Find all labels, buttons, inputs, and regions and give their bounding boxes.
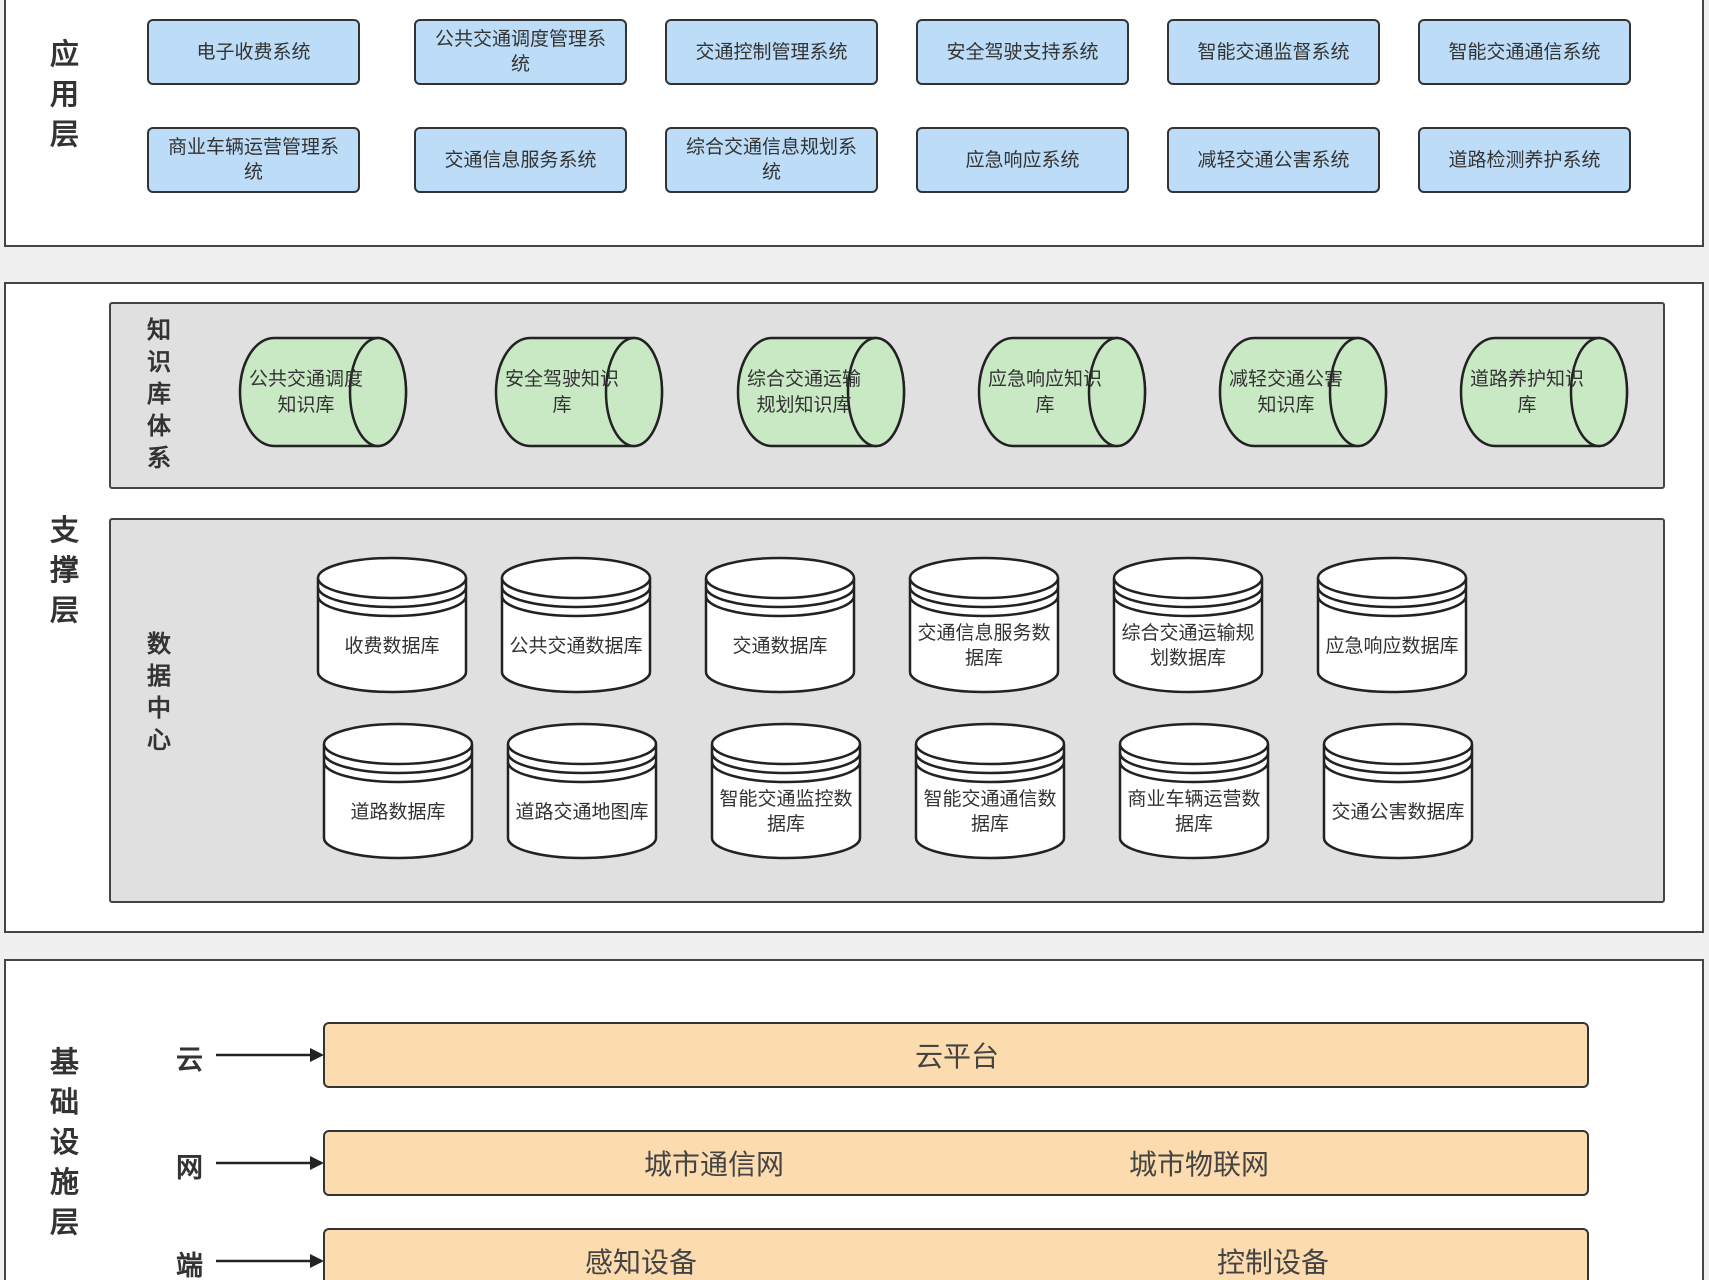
- knowledge-base-cylinder[interactable]: 安全驾驶知识库: [494, 336, 664, 448]
- database-cylinder[interactable]: 交通信息服务数据库: [908, 556, 1060, 694]
- database-cylinder[interactable]: 收费数据库: [316, 556, 468, 694]
- knowledge-base-cylinder[interactable]: 减轻交通公害知识库: [1218, 336, 1388, 448]
- data-center-label: 数 据 中 心: [147, 630, 171, 754]
- app-system-box[interactable]: 减轻交通公害系统: [1167, 127, 1380, 193]
- app-system-box[interactable]: 道路检测养护系统: [1418, 127, 1631, 193]
- knowledge-base-cylinder[interactable]: 公共交通调度知识库: [238, 336, 408, 448]
- infra-row-label-cloud: 云: [176, 1045, 203, 1076]
- application-layer-label: 应 用 层: [50, 37, 80, 151]
- database-cylinder[interactable]: 综合交通运输规划数据库: [1112, 556, 1264, 694]
- app-system-box[interactable]: 智能交通监督系统: [1167, 19, 1380, 85]
- app-system-box[interactable]: 应急响应系统: [916, 127, 1129, 193]
- knowledge-base-label: 知 识 库 体 系: [147, 316, 171, 472]
- database-cylinder[interactable]: 商业车辆运营数据库: [1118, 722, 1270, 860]
- arrow-icon: [216, 1254, 324, 1268]
- app-system-box[interactable]: 交通信息服务系统: [414, 127, 627, 193]
- knowledge-base-cylinder[interactable]: 道路养护知识库: [1459, 336, 1629, 448]
- control-device-label: 控制设备: [1217, 1246, 1330, 1279]
- sensing-device-label: 感知设备: [585, 1246, 698, 1279]
- database-cylinder[interactable]: 公共交通数据库: [500, 556, 652, 694]
- terminal-bar[interactable]: 感知设备 控制设备: [323, 1228, 1589, 1280]
- database-cylinder[interactable]: 交通公害数据库: [1322, 722, 1474, 860]
- database-cylinder[interactable]: 智能交通监控数据库: [710, 722, 862, 860]
- app-system-box[interactable]: 商业车辆运营管理系统: [147, 127, 360, 193]
- arrow-icon: [216, 1048, 324, 1062]
- database-cylinder[interactable]: 道路数据库: [322, 722, 474, 860]
- infra-row-label-network: 网: [176, 1153, 203, 1184]
- database-cylinder[interactable]: 智能交通通信数据库: [914, 722, 1066, 860]
- app-system-box[interactable]: 交通控制管理系统: [665, 19, 878, 85]
- app-system-box[interactable]: 综合交通信息规划系统: [665, 127, 878, 193]
- arrow-icon: [216, 1156, 324, 1170]
- knowledge-base-cylinder[interactable]: 应急响应知识库: [977, 336, 1147, 448]
- knowledge-base-cylinder[interactable]: 综合交通运输规划知识库: [736, 336, 906, 448]
- infrastructure-layer: 基 础 设 施 层: [4, 959, 1704, 1280]
- urban-communication-network-label: 城市通信网: [644, 1148, 785, 1181]
- database-cylinder[interactable]: 应急响应数据库: [1316, 556, 1468, 694]
- database-cylinder[interactable]: 道路交通地图库: [506, 722, 658, 860]
- support-layer-label: 支 撑 层: [50, 513, 80, 627]
- cloud-platform-label: 云平台: [915, 1040, 1000, 1073]
- app-system-box[interactable]: 安全驾驶支持系统: [916, 19, 1129, 85]
- infrastructure-layer-label: 基 础 设 施 层: [50, 1045, 80, 1239]
- infra-row-label-terminal: 端: [176, 1251, 203, 1280]
- app-system-box[interactable]: 智能交通通信系统: [1418, 19, 1631, 85]
- database-cylinder[interactable]: 交通数据库: [704, 556, 856, 694]
- urban-iot-label: 城市物联网: [1129, 1148, 1270, 1181]
- cloud-platform-bar[interactable]: 云平台: [323, 1022, 1589, 1088]
- app-system-box[interactable]: 电子收费系统: [147, 19, 360, 85]
- app-system-box[interactable]: 公共交通调度管理系统: [414, 19, 627, 85]
- network-bar[interactable]: 城市通信网 城市物联网: [323, 1130, 1589, 1196]
